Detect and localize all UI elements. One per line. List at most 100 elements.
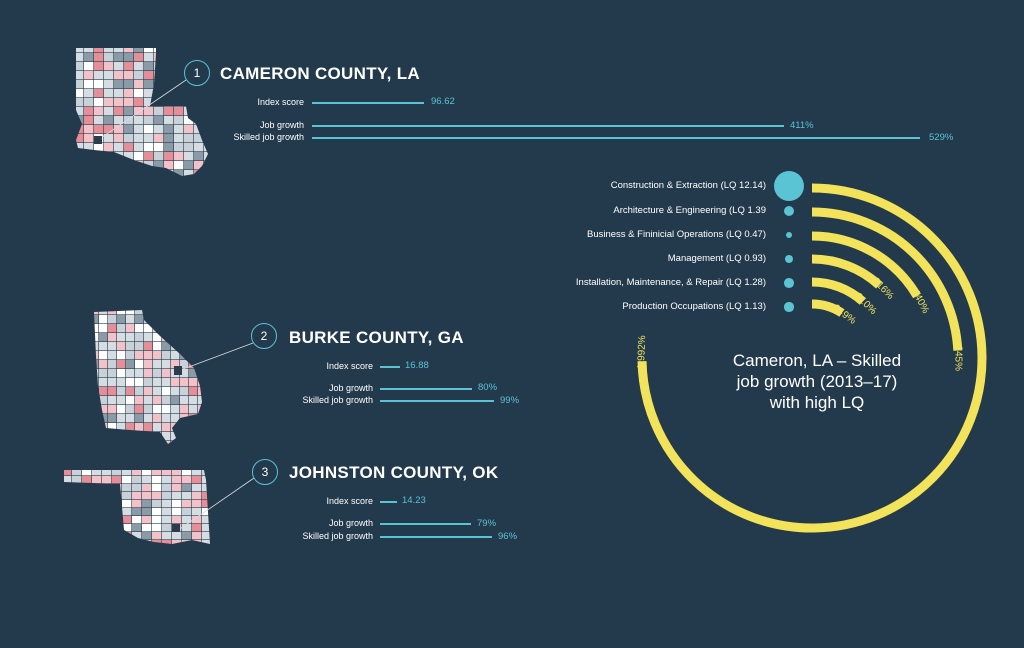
county-cell — [135, 369, 144, 378]
growth-value-label-5: 249% — [831, 303, 858, 327]
category-label-3: Management (LQ 0.93) — [667, 253, 766, 264]
county-cell — [184, 170, 194, 176]
county-cell — [99, 310, 108, 315]
county-cell — [144, 107, 154, 116]
county-cell — [76, 107, 84, 116]
county-cell — [126, 333, 135, 342]
county-cell — [162, 360, 171, 369]
county-cell — [144, 378, 153, 387]
county-cell — [144, 48, 154, 53]
county-cell — [108, 387, 117, 396]
county-3-index-label: Index score — [326, 496, 373, 506]
county-cell — [126, 405, 135, 414]
county-cell — [162, 470, 172, 476]
county-cell — [132, 492, 142, 500]
county-cell — [122, 516, 132, 524]
county-cell — [162, 476, 172, 484]
county-cell — [154, 134, 164, 143]
county-1-job-growth-bar — [312, 125, 784, 127]
county-cell — [144, 134, 154, 143]
county-cell — [117, 315, 126, 324]
county-cell — [134, 71, 144, 80]
county-cell — [64, 470, 72, 476]
growth-value-label-0: 1,992% — [636, 335, 648, 369]
county-cell — [192, 484, 202, 492]
county-cell — [144, 369, 153, 378]
county-cell — [162, 484, 172, 492]
county-3-index-bar — [380, 501, 397, 503]
county-cell — [114, 48, 124, 53]
county-cell — [94, 125, 104, 134]
county-cell — [174, 125, 184, 134]
category-label-1: Architecture & Engineering (LQ 1.39 — [613, 205, 766, 216]
county-cell — [162, 405, 171, 414]
county-cell — [135, 405, 144, 414]
county-cell — [162, 532, 172, 540]
county-cell — [99, 342, 108, 351]
county-cell — [124, 116, 134, 125]
county-cell — [172, 540, 182, 544]
county-cell — [104, 53, 114, 62]
county-cell — [162, 387, 171, 396]
county-2-job-growth-value: 80% — [478, 382, 498, 393]
county-cell — [104, 71, 114, 80]
county-cell — [104, 80, 114, 89]
county-cell — [142, 476, 152, 484]
county-cell — [180, 405, 189, 414]
county-cell — [104, 143, 114, 152]
county-cell — [171, 360, 180, 369]
county-cell — [94, 71, 104, 80]
county-cell — [99, 369, 108, 378]
county-cell — [108, 378, 117, 387]
county-cell — [162, 500, 172, 508]
county-cell — [204, 152, 208, 161]
county-cell — [142, 516, 152, 524]
county-cell — [153, 333, 162, 342]
county-cell — [126, 315, 135, 324]
county-cell — [132, 476, 142, 484]
county-cell — [134, 134, 144, 143]
county-cell — [124, 143, 134, 152]
georgia-county-map — [94, 310, 202, 444]
county-cell — [144, 351, 153, 360]
county-cell — [182, 500, 192, 508]
county-cell — [152, 484, 162, 492]
county-cell — [202, 500, 210, 508]
county-cell — [154, 125, 164, 134]
county-cell — [126, 369, 135, 378]
county-cell — [164, 134, 174, 143]
county-cell — [122, 484, 132, 492]
county-cell — [76, 89, 84, 98]
county-cell — [124, 152, 134, 161]
county-cell — [94, 342, 99, 351]
county-cell — [135, 414, 144, 423]
oklahoma-county-map — [64, 470, 210, 544]
county-cell — [180, 378, 189, 387]
county-cell — [182, 470, 192, 476]
county-cell — [180, 396, 189, 405]
county-cell — [180, 369, 189, 378]
county-cell — [144, 333, 153, 342]
county-cell — [144, 62, 154, 71]
county-cell — [162, 432, 171, 441]
county-cell — [76, 71, 84, 80]
county-cell — [194, 143, 204, 152]
county-cell — [126, 351, 135, 360]
county-cell — [135, 378, 144, 387]
county-cell — [112, 470, 122, 476]
county-cell — [135, 324, 144, 333]
county-3-skilled-growth-label: Skilled job growth — [302, 531, 373, 541]
county-cell — [84, 89, 94, 98]
county-cell — [76, 98, 84, 107]
county-cell — [132, 508, 142, 516]
county-cell — [84, 62, 94, 71]
category-label-4: Installation, Maintenance, & Repair (LQ … — [575, 277, 766, 288]
county-cell — [114, 143, 124, 152]
county-cell — [94, 53, 104, 62]
county-3-number-badge: 3 — [252, 459, 278, 485]
county-cell — [134, 80, 144, 89]
county-cell — [84, 98, 94, 107]
county-cell — [104, 116, 114, 125]
county-cell — [192, 532, 202, 540]
county-cell — [124, 134, 134, 143]
